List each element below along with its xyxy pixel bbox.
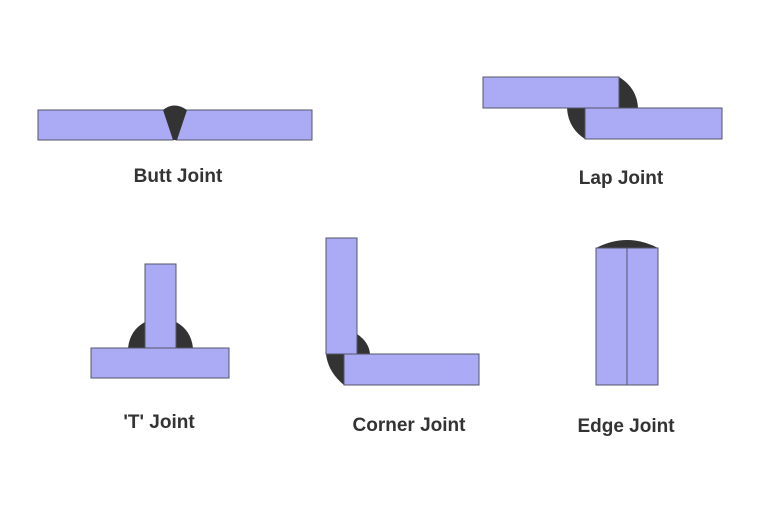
corner-weld-inner	[357, 334, 370, 354]
butt-right-plate	[175, 109, 313, 141]
butt-joint-figure	[37, 105, 313, 141]
edge-joint-label: Edge Joint	[577, 416, 675, 437]
edge-right-plate	[626, 247, 659, 386]
t-weld-right	[176, 322, 193, 348]
butt-left-plate	[37, 109, 174, 141]
lap-bottom-plate	[584, 107, 723, 140]
lap-weld-bottom	[567, 108, 585, 139]
lap-weld-top	[619, 77, 638, 108]
corner-vertical-plate	[325, 237, 358, 355]
t-base-plate	[90, 347, 230, 379]
corner-joint-figure	[325, 237, 480, 386]
t-weld-left	[128, 322, 145, 348]
butt-joint-label: Butt Joint	[133, 166, 223, 187]
corner-joint-label: Corner Joint	[352, 415, 466, 436]
edge-weld-cap	[596, 240, 658, 248]
t-stem-plate	[144, 263, 177, 349]
lap-joint-label: Lap Joint	[578, 168, 664, 189]
lap-joint-figure	[482, 76, 723, 140]
corner-weld-outer	[326, 354, 344, 385]
lap-top-plate	[482, 76, 620, 109]
t-joint-figure	[90, 263, 230, 379]
edge-left-plate	[595, 247, 628, 386]
butt-weld-bead	[163, 105, 187, 140]
t-joint-label: 'T' Joint	[123, 412, 195, 433]
edge-joint-figure	[595, 240, 659, 386]
corner-horizontal-plate	[343, 353, 480, 386]
